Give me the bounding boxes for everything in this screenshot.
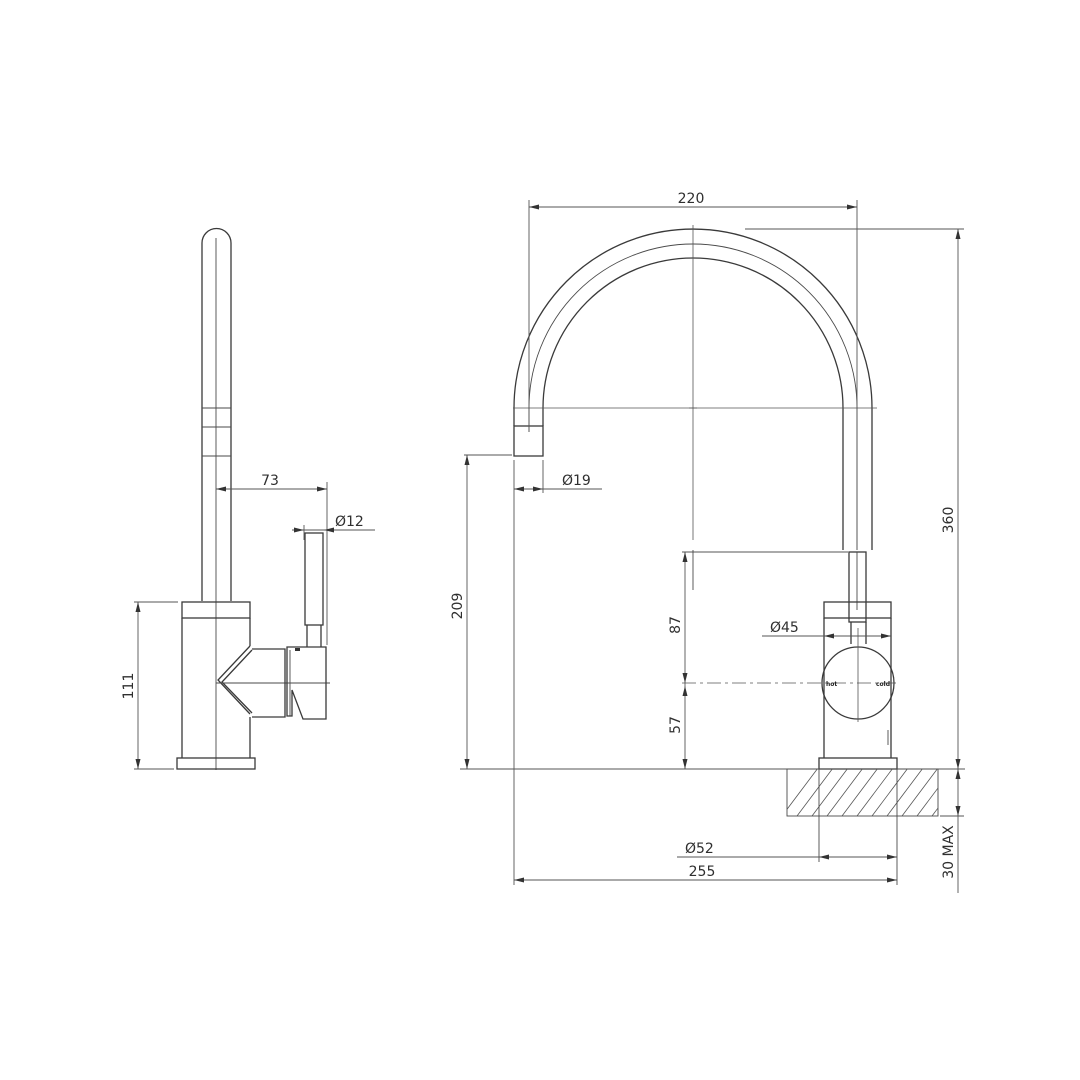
side-lever-stem — [304, 532, 324, 626]
front-base — [818, 757, 898, 770]
dim-bench-thickness: 30 MAX — [941, 825, 957, 879]
front-view: hot cold — [450, 191, 965, 893]
side-body-cap — [181, 601, 251, 619]
dim-overall-depth: 255 — [689, 864, 716, 880]
dim-handle-height: 87 — [668, 616, 684, 634]
side-lever-block — [286, 646, 327, 720]
dim-lever-center-height: 57 — [668, 716, 684, 734]
label-cold: cold — [876, 681, 890, 688]
dim-base-diameter: Ø52 — [685, 841, 714, 857]
spout-arc-outer — [513, 228, 873, 550]
side-spout-pipe — [201, 227, 232, 601]
side-base — [176, 757, 256, 770]
label-hot: hot — [826, 681, 837, 688]
dim-handle-diameter: Ø12 — [335, 514, 364, 530]
dim-lever-diameter: Ø45 — [770, 620, 799, 636]
dim-outlet-height: 209 — [450, 593, 466, 620]
dim-total-height: 360 — [941, 507, 957, 534]
dim-spout-reach: 73 — [261, 473, 279, 489]
dim-outlet-diameter: Ø19 — [562, 473, 591, 489]
front-lever-stem — [848, 551, 867, 623]
side-body — [181, 618, 251, 758]
side-view: 73 Ø12 111 — [121, 227, 375, 770]
spout-outlet — [513, 425, 544, 457]
dim-body-height: 111 — [121, 673, 137, 700]
front-body-cap — [823, 601, 892, 619]
dim-spout-width: 220 — [678, 191, 705, 207]
